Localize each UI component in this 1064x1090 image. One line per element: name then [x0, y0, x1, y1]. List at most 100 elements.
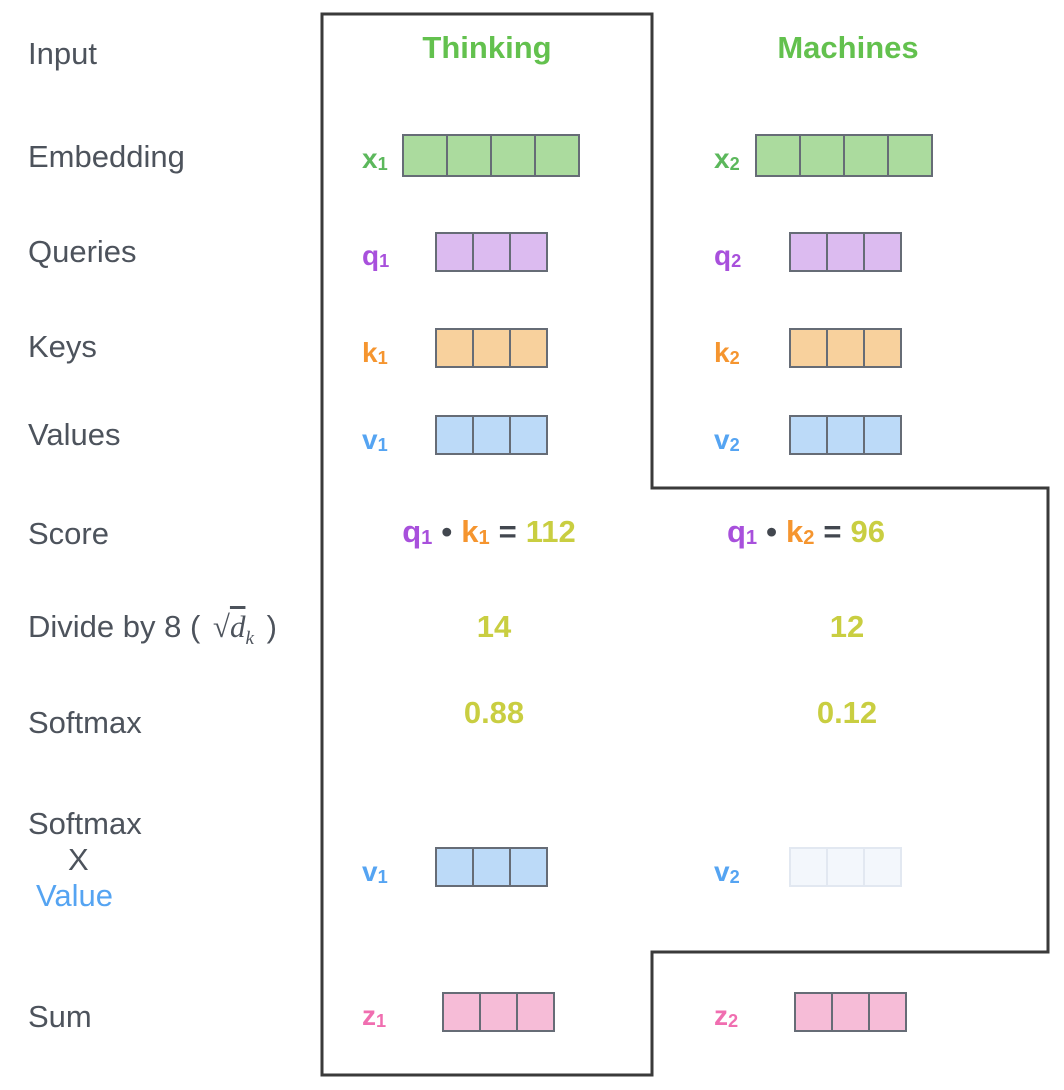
queries-label: Queries	[28, 234, 137, 269]
weighted-v2-label: v2	[714, 856, 740, 888]
q1-label: q1	[362, 240, 390, 272]
sqrt-dk-formula: √dk	[212, 609, 254, 649]
z2-vector	[794, 992, 907, 1032]
divide-label-prefix: Divide by 8 (	[28, 609, 201, 644]
vector-cell	[509, 234, 546, 270]
vector-cell	[868, 994, 905, 1030]
embedding-label: Embedding	[28, 139, 185, 174]
vector-cell	[509, 849, 546, 885]
q2-vector	[789, 232, 902, 272]
vector-cell	[826, 849, 863, 885]
vector-cell	[509, 330, 546, 366]
softmax-x-value-line1: Softmax	[28, 806, 142, 841]
values-label: Values	[28, 417, 121, 452]
q2-label: q2	[714, 240, 742, 272]
d-variable: d	[229, 609, 246, 644]
dot-operator: •	[441, 514, 453, 549]
x1-label: x1	[362, 143, 388, 175]
sum-label: Sum	[28, 999, 92, 1034]
vector-cell	[437, 330, 472, 366]
z1-vector	[442, 992, 555, 1032]
vector-cell	[831, 994, 868, 1030]
vector-cell	[437, 234, 472, 270]
vector-cell	[446, 136, 490, 175]
z2-label: z2	[714, 1000, 739, 1032]
vector-cell	[472, 849, 509, 885]
score-machines: q1•k2=96	[696, 514, 916, 550]
score-value: 112	[525, 514, 576, 549]
vector-cell	[404, 136, 446, 175]
keys-label: Keys	[28, 329, 97, 364]
weighted-v1-label: v1	[362, 856, 388, 888]
vector-cell	[826, 330, 863, 366]
score-value: 96	[850, 514, 886, 549]
vector-cell	[757, 136, 799, 175]
vector-cell	[472, 417, 509, 453]
radical-sign: √	[212, 609, 230, 644]
vector-cell	[796, 994, 831, 1030]
k1-vector	[435, 328, 548, 368]
score-k-term: k2	[785, 514, 815, 550]
x1-vector	[402, 134, 580, 177]
vector-cell	[472, 234, 509, 270]
vector-cell	[437, 417, 472, 453]
vector-cell	[534, 136, 578, 175]
vector-cell	[863, 330, 900, 366]
vector-cell	[799, 136, 843, 175]
column-header-thinking: Thinking	[422, 30, 552, 65]
k2-label: k2	[714, 337, 740, 369]
vector-cell	[826, 234, 863, 270]
k2-vector	[789, 328, 902, 368]
softmax-label: Softmax	[28, 705, 142, 740]
vector-cell	[472, 330, 509, 366]
vector-cell	[490, 136, 534, 175]
k1-label: k1	[362, 337, 388, 369]
vector-cell	[887, 136, 931, 175]
score-thinking: q1•k1=112	[379, 514, 599, 550]
softmax-value-machines: 0.12	[816, 695, 878, 730]
divide-label-suffix: )	[266, 609, 277, 644]
v2-vector	[789, 415, 902, 455]
softmax-x-value-label: Softmax X Value	[28, 806, 142, 914]
k-subscript: k	[245, 628, 254, 650]
score-q-term: q1	[726, 514, 758, 550]
score-label: Score	[28, 516, 109, 551]
vector-cell	[516, 994, 553, 1030]
weighted-v2-vector-faded	[789, 847, 902, 887]
x2-vector	[755, 134, 933, 177]
z1-label: z1	[362, 1000, 387, 1032]
dot-operator: •	[766, 514, 777, 549]
vector-cell	[863, 849, 900, 885]
divide-value-thinking: 14	[476, 609, 512, 644]
x2-label: x2	[714, 143, 740, 175]
equals-sign: =	[823, 514, 842, 549]
weighted-v1-vector	[435, 847, 548, 887]
v2-label: v2	[714, 424, 740, 456]
score-q-term: q1	[402, 514, 433, 550]
softmax-value-thinking: 0.88	[463, 695, 525, 730]
vector-cell	[863, 234, 900, 270]
equals-sign: =	[498, 514, 517, 549]
q1-vector	[435, 232, 548, 272]
softmax-x-value-line2: X	[68, 842, 89, 877]
vector-cell	[791, 849, 826, 885]
vector-cell	[843, 136, 887, 175]
vector-cell	[479, 994, 516, 1030]
vector-cell	[791, 234, 826, 270]
softmax-x-value-line3: Value	[36, 878, 113, 913]
vector-cell	[509, 417, 546, 453]
vector-cell	[863, 417, 900, 453]
vector-cell	[791, 330, 826, 366]
vector-cell	[791, 417, 826, 453]
v1-label: v1	[362, 424, 388, 456]
divide-label: Divide by 8 ( √dk )	[28, 609, 277, 650]
divide-value-machines: 12	[829, 609, 865, 644]
vector-cell	[444, 994, 479, 1030]
vector-cell	[437, 849, 472, 885]
column-header-machines: Machines	[777, 30, 919, 65]
v1-vector	[435, 415, 548, 455]
input-label: Input	[28, 36, 97, 71]
vector-cell	[826, 417, 863, 453]
